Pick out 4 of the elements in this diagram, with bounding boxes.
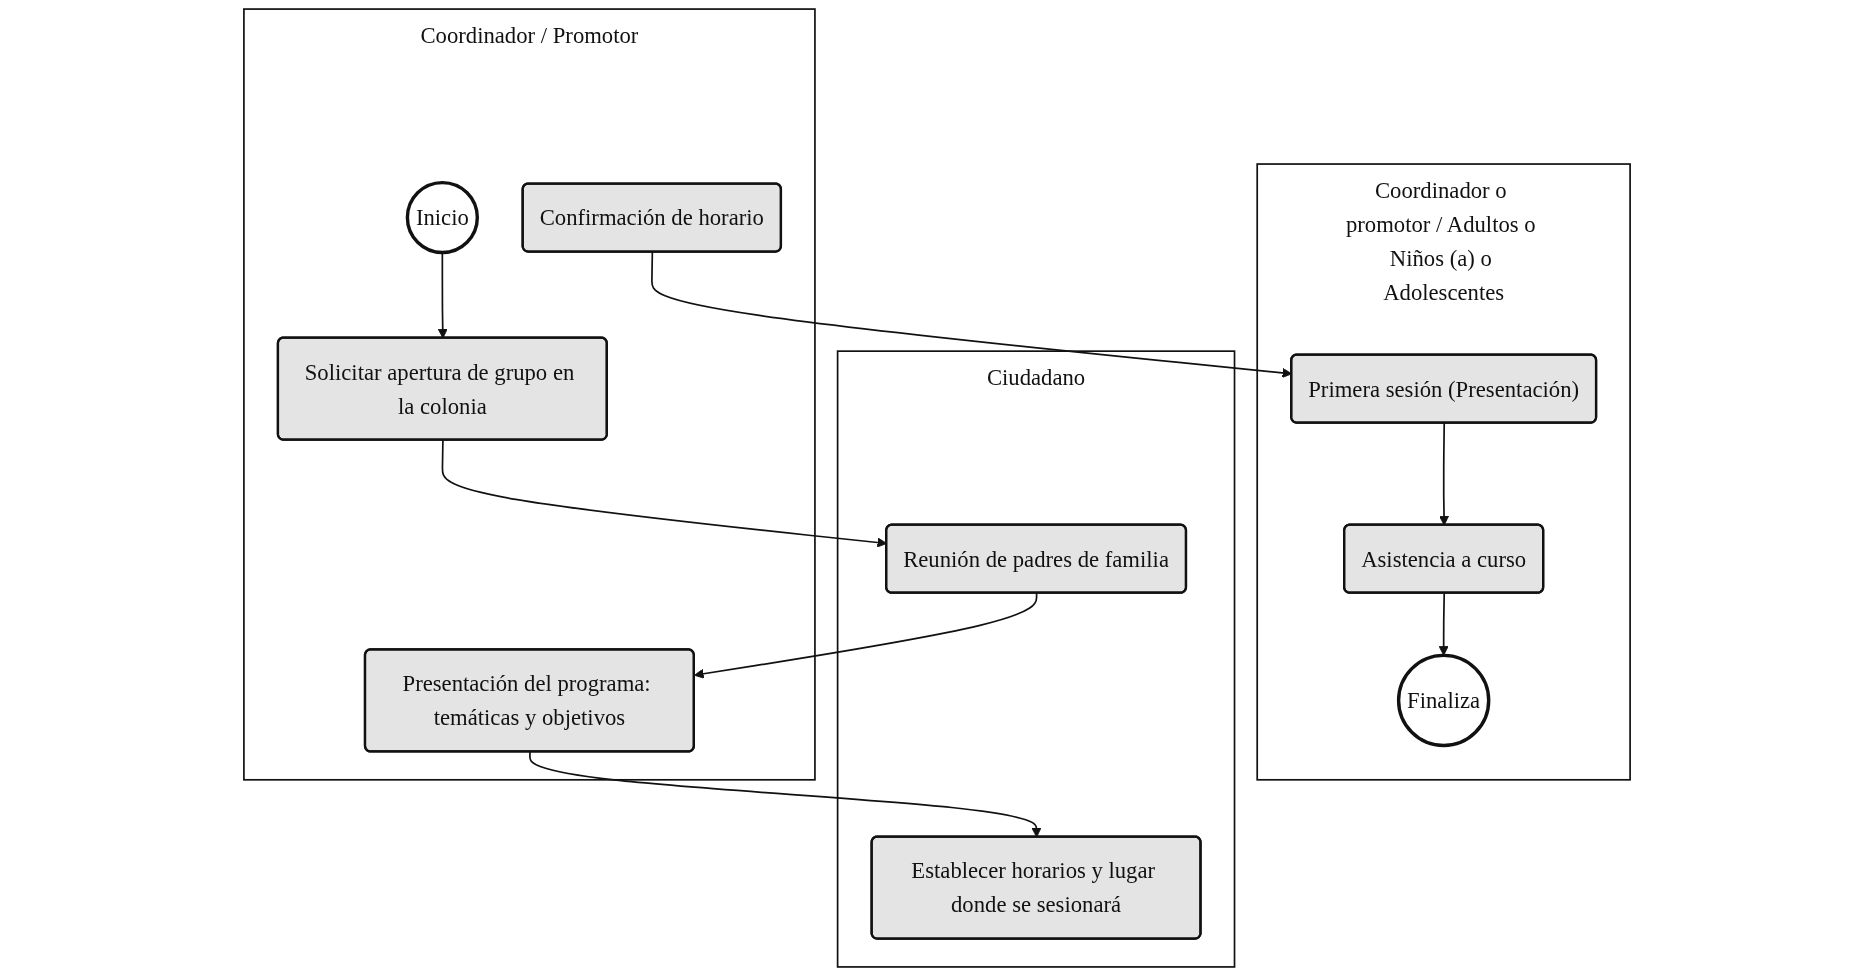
arrow: [693, 592, 1038, 679]
node-circle: Inicio: [405, 180, 479, 255]
arrow: [1438, 592, 1449, 656]
node-circle: Finaliza: [1396, 653, 1491, 748]
